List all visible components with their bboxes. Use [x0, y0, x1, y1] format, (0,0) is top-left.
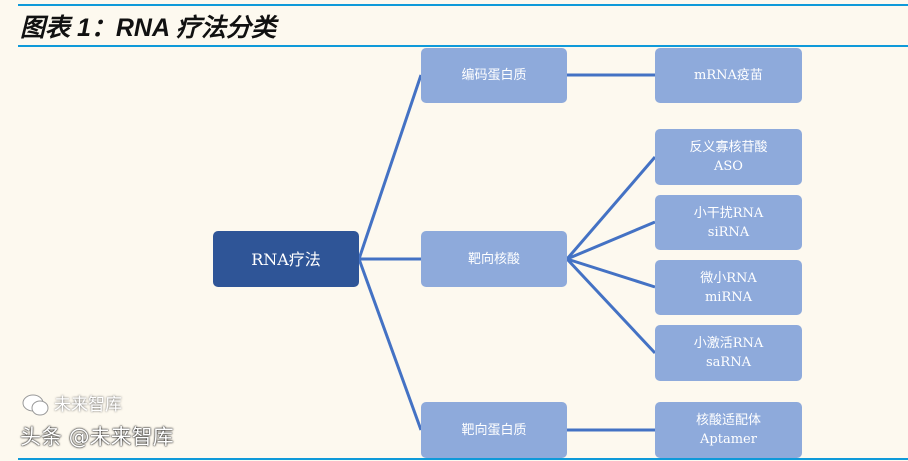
- leaf-label: 小激活RNA: [693, 336, 764, 351]
- leaf-abbr: saRNA: [706, 355, 751, 370]
- leaf-label: mRNA疫苗: [694, 68, 763, 83]
- leaf-label: 小干扰RNA: [693, 205, 764, 221]
- connector: [565, 257, 657, 355]
- leaf-label: 微小RNA: [700, 270, 757, 286]
- connector: [357, 258, 423, 431]
- leaf-label: 核酸适配体: [695, 413, 761, 428]
- category-node: 靶向核酸: [421, 231, 567, 287]
- watermark: 头条 @未来智库: [20, 425, 174, 449]
- top-rule: [18, 4, 908, 6]
- leaf-node: 核酸适配体 Aptamer: [655, 402, 802, 458]
- connector: [566, 220, 656, 261]
- figure-title: 图表 1：RNA 疗法分类: [20, 14, 277, 42]
- category-node: 靶向蛋白质: [421, 402, 567, 458]
- leaf-abbr: ASO: [714, 159, 743, 174]
- leaf-node: 反义寡核苷酸 ASO: [655, 129, 802, 185]
- leaf-node: 微小RNA miRNA: [655, 260, 802, 315]
- title-rule: [18, 45, 908, 47]
- leaf-node: mRNA疫苗: [655, 48, 802, 103]
- leaf-abbr: miRNA: [704, 289, 753, 305]
- leaf-node: 小激活RNA saRNA: [655, 325, 802, 381]
- leaf-node: 小干扰RNA siRNA: [655, 195, 802, 250]
- watermark-secondary: 未来智库: [54, 395, 122, 415]
- category-label: 靶向蛋白质: [461, 422, 527, 438]
- category-node: 编码蛋白质: [421, 48, 567, 103]
- root-node: RNA疗法: [213, 231, 359, 287]
- category-label: 编码蛋白质: [461, 68, 527, 83]
- leaf-abbr: Aptamer: [700, 432, 757, 447]
- bottom-rule: [18, 458, 908, 460]
- root-label: RNA疗法: [251, 249, 321, 269]
- wechat-icon: [22, 394, 49, 416]
- connector: [357, 74, 423, 260]
- connector: [566, 257, 656, 289]
- leaf-abbr: siRNA: [707, 224, 750, 240]
- connector: [565, 156, 657, 260]
- leaf-label: 反义寡核苷酸: [689, 140, 768, 155]
- category-label: 靶向核酸: [467, 251, 520, 267]
